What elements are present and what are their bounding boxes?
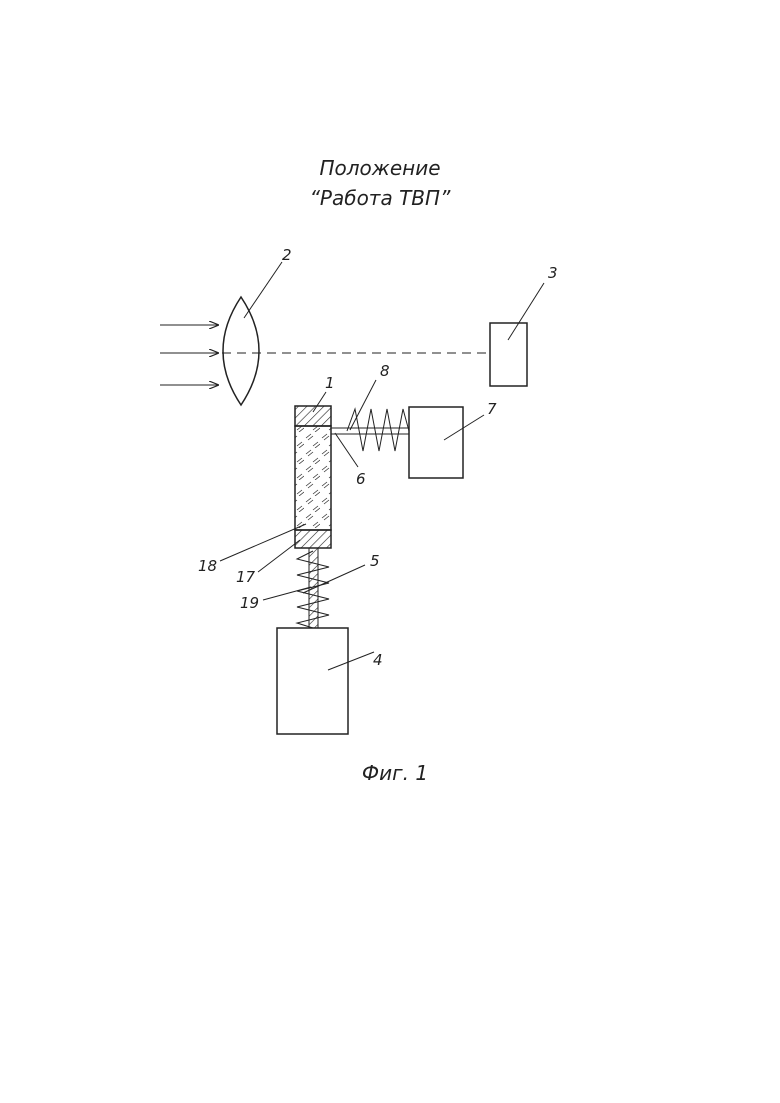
- label-holder: 17: [236, 568, 256, 586]
- figure-caption: Фиг. 1: [362, 761, 428, 785]
- title-line-2: “Работа ТВП”: [310, 186, 451, 210]
- bottom-actuator-box: [277, 628, 348, 734]
- label-filter-element: 18: [198, 557, 217, 575]
- detector-box: [490, 323, 527, 386]
- right-actuator-box: [409, 407, 463, 478]
- label-crystal: 1: [325, 374, 335, 392]
- label-lens: 2: [282, 246, 292, 264]
- label-actuator-right: 7: [487, 400, 497, 418]
- label-actuator-bottom: 4: [373, 651, 383, 669]
- lens: [223, 297, 259, 405]
- label-rod-top: 6: [356, 470, 366, 488]
- incoming-light-arrows: [160, 325, 218, 385]
- label-detector: 3: [548, 264, 558, 282]
- title-line-1: Положение: [320, 156, 441, 180]
- label-spring-top: 8: [380, 362, 390, 380]
- label-rod-bottom: 19: [240, 594, 259, 612]
- label-spring-bottom: 5: [370, 552, 380, 570]
